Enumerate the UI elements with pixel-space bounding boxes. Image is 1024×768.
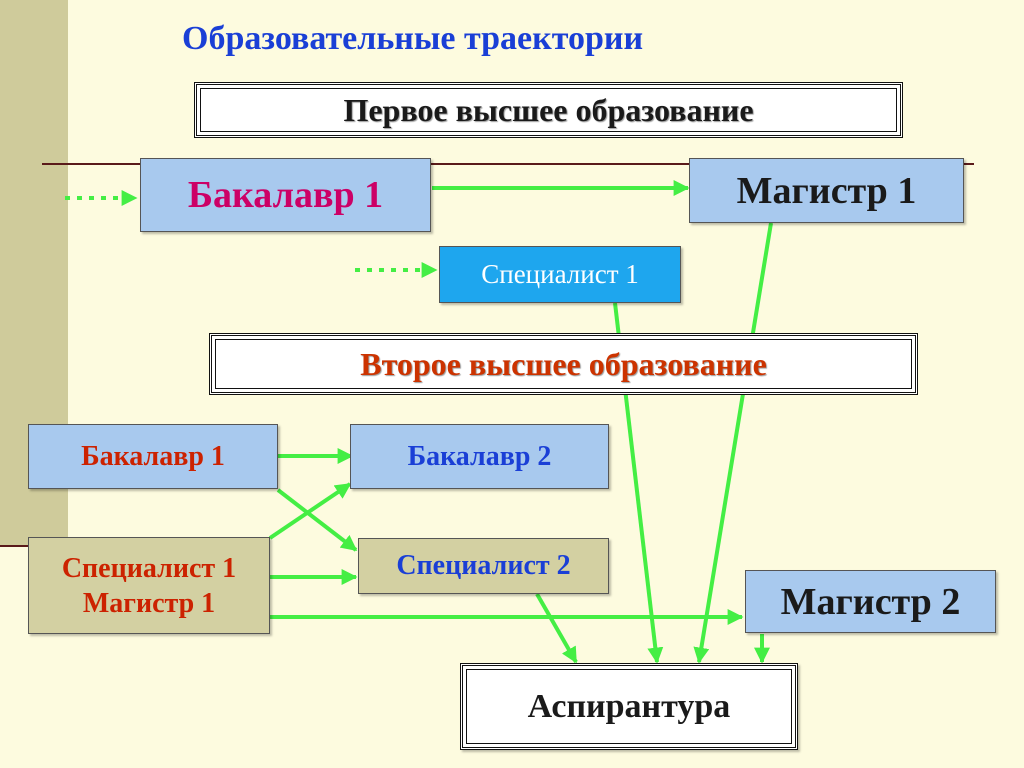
section-second-higher: Второе высшее образование (209, 333, 918, 395)
node-bachelor-1-left-label: Бакалавр 1 (81, 440, 225, 472)
arrow-specialist2-to-postgrad (535, 593, 578, 664)
node-bachelor-1-top-label: Бакалавр 1 (187, 174, 384, 216)
bottom-rule (0, 545, 30, 547)
section-first-higher: Первое высшее образование (194, 82, 903, 138)
node-specialist-1-top: Специалист 1 (439, 246, 681, 303)
node-bachelor-1-top: Бакалавр 1 (140, 158, 431, 232)
node-specialist-1-left-label: Специалист 1 (61, 552, 237, 584)
node-master-2-label: Магистр 2 (780, 580, 961, 623)
node-master-1-left-label: Магистр 1 (82, 587, 216, 619)
top-rule (42, 163, 974, 165)
node-specialist-master-left: Специалист 1 Магистр 1 (28, 537, 270, 634)
section-first-higher-label: Первое высшее образование (343, 91, 754, 128)
node-master-1-top: Магистр 1 (689, 158, 964, 223)
arrow-bachelor1-to-specialist2 (276, 488, 358, 552)
node-master-2: Магистр 2 (745, 570, 996, 633)
node-postgraduate: Аспирантура (460, 663, 798, 750)
node-postgraduate-label: Аспирантура (527, 687, 731, 725)
node-bachelor-2: Бакалавр 2 (350, 424, 609, 489)
section-second-higher-label: Второе высшее образование (360, 345, 767, 382)
node-master-1-top-label: Магистр 1 (736, 169, 917, 212)
node-specialist-2-label: Специалист 2 (396, 550, 571, 581)
node-specialist-2: Специалист 2 (358, 538, 609, 594)
node-specialist-1-top-label: Специалист 1 (481, 259, 639, 289)
node-bachelor-2-label: Бакалавр 2 (407, 440, 552, 472)
arrow-specialist1-to-bachelor2 (268, 482, 352, 540)
node-bachelor-1-left: Бакалавр 1 (28, 424, 278, 489)
page-title: Образовательные траектории (182, 20, 644, 57)
